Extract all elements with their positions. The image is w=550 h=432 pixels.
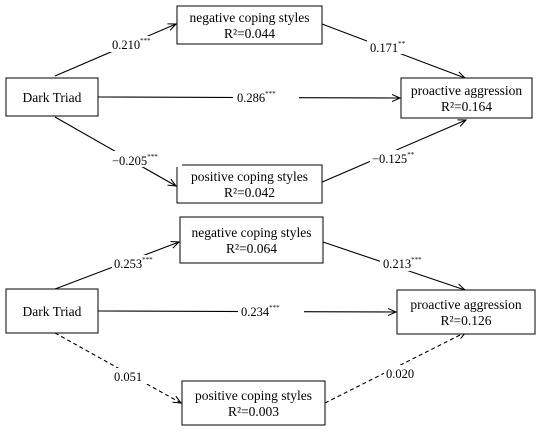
coef-direct: 0.286*** xyxy=(233,89,299,105)
svg-text:0.171**: 0.171** xyxy=(370,40,406,55)
coef-positive-to-outcome: 0.020 xyxy=(384,365,424,381)
coef-value: −0.205 xyxy=(112,154,147,168)
node-label: positive coping styles xyxy=(195,388,312,403)
node-label: negative coping styles xyxy=(192,225,312,240)
svg-text:0.286***: 0.286*** xyxy=(237,90,276,105)
panel-2: Dark Triad negative coping styles R²=0.0… xyxy=(5,216,536,426)
svg-text:0.253***: 0.253*** xyxy=(114,256,153,271)
coef-significance: ** xyxy=(398,40,406,48)
coef-value: 0.253 xyxy=(114,257,142,271)
coef-significance: *** xyxy=(265,90,276,98)
coef-value: 0.051 xyxy=(114,370,142,384)
node-label: negative coping styles xyxy=(190,10,310,25)
node-positive-coping: positive coping styles R²=0.042 xyxy=(176,164,323,204)
coef-significance: *** xyxy=(269,304,280,312)
coef-value: 0.234 xyxy=(241,305,270,319)
node-label: Dark Triad xyxy=(23,304,82,319)
coef-negative-to-outcome: 0.213*** xyxy=(380,255,442,271)
node-dark-triad: Dark Triad xyxy=(5,77,99,117)
coef-significance: *** xyxy=(147,153,158,161)
coef-value: −0.125 xyxy=(372,152,407,166)
coef-dark-triad-to-positive: −0.205*** xyxy=(110,151,182,168)
node-r2: R²=0.164 xyxy=(441,99,492,114)
node-r2: R²=0.044 xyxy=(224,26,275,41)
coef-value: 0.213 xyxy=(383,257,411,271)
coef-significance: *** xyxy=(411,256,422,264)
svg-text:0.234***: 0.234*** xyxy=(241,304,280,319)
node-label: proactive aggression xyxy=(410,297,522,312)
node-negative-coping: negative coping styles R²=0.064 xyxy=(179,216,324,264)
coef-direct: 0.234*** xyxy=(238,303,304,319)
node-dark-triad: Dark Triad xyxy=(5,288,99,334)
coef-value: 0.286 xyxy=(237,91,265,105)
coef-dark-triad-to-negative: 0.210*** xyxy=(110,36,176,52)
node-label: proactive aggression xyxy=(411,83,523,98)
coef-significance: *** xyxy=(142,256,153,264)
svg-text:0.020: 0.020 xyxy=(386,367,414,381)
coef-significance: *** xyxy=(140,37,151,45)
node-r2: R²=0.003 xyxy=(228,404,279,419)
node-r2: R²=0.064 xyxy=(226,241,277,256)
svg-text:−0.205***: −0.205*** xyxy=(112,153,158,168)
coef-dark-triad-to-negative: 0.253*** xyxy=(112,255,178,271)
node-r2: R²=0.042 xyxy=(224,185,275,200)
coef-dark-triad-to-positive: 0.051 xyxy=(112,368,152,384)
coef-value: 0.171 xyxy=(370,41,398,55)
node-label: positive coping styles xyxy=(191,169,308,184)
svg-text:−0.125**: −0.125** xyxy=(372,151,415,166)
coef-negative-to-outcome: 0.171** xyxy=(367,38,419,55)
panel-1: Dark Triad negative coping styles R²=0.0… xyxy=(5,5,533,204)
svg-text:0.210***: 0.210*** xyxy=(112,37,151,52)
node-negative-coping: negative coping styles R²=0.044 xyxy=(176,5,323,45)
node-proactive-aggression: proactive aggression R²=0.126 xyxy=(396,289,536,335)
coef-positive-to-outcome: −0.125** xyxy=(370,150,432,166)
node-label: Dark Triad xyxy=(23,90,82,105)
node-proactive-aggression: proactive aggression R²=0.164 xyxy=(400,77,533,119)
coef-value: 0.210 xyxy=(112,38,140,52)
svg-text:0.213***: 0.213*** xyxy=(383,256,422,271)
svg-text:0.051: 0.051 xyxy=(114,370,142,384)
coef-significance: ** xyxy=(407,151,415,159)
node-positive-coping: positive coping styles R²=0.003 xyxy=(181,380,326,426)
node-r2: R²=0.126 xyxy=(440,313,491,328)
coef-value: 0.020 xyxy=(386,367,414,381)
